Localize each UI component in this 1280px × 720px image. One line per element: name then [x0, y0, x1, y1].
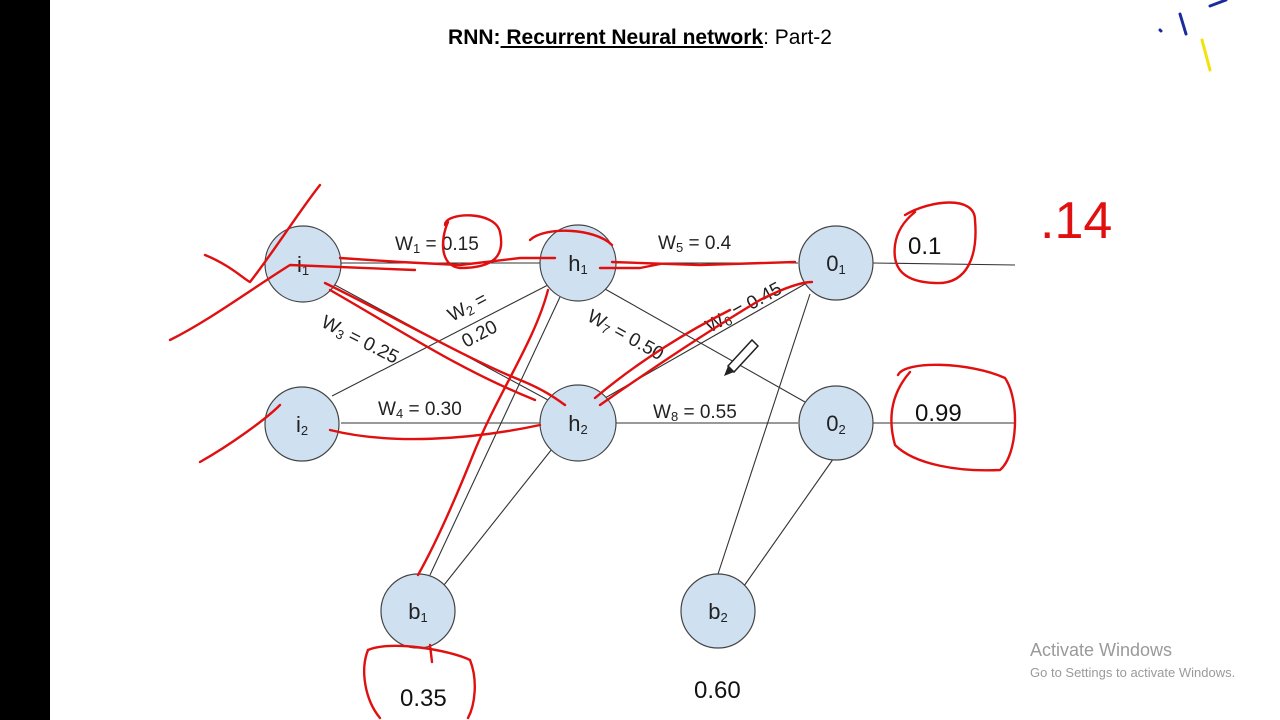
title-prefix: RNN:: [448, 26, 501, 49]
title-main: Recurrent Neural network: [500, 26, 764, 49]
svg-text:b1: b1: [408, 599, 427, 625]
svg-text:01: 01: [826, 251, 845, 277]
node-b2: b2: [680, 573, 756, 649]
weight-label-w3: W3 = 0.25: [317, 312, 402, 370]
watermark-line2: Go to Settings to activate Windows.: [1030, 665, 1236, 680]
annotation-text: .14: [1040, 192, 1112, 250]
svg-text:02: 02: [826, 411, 845, 437]
edge-i2-h1: [331, 284, 549, 397]
svg-text:h1: h1: [568, 251, 587, 277]
watermark-line1: Activate Windows: [1030, 640, 1173, 660]
weight-label-w8: W8 = 0.55: [653, 402, 737, 424]
svg-text:i2: i2: [296, 412, 308, 438]
node-h2: h2: [539, 384, 617, 462]
node-o1: 01: [798, 225, 874, 301]
pencil-cursor-icon: [724, 338, 760, 376]
weight-label-w4: W4 = 0.30: [378, 399, 462, 421]
svg-text:h2: h2: [568, 411, 587, 437]
edge-b2-o2: [743, 454, 837, 587]
edges: [331, 262, 1016, 587]
node-b1: b1: [380, 573, 456, 649]
activate-windows-watermark: Activate Windows Go to Settings to activ…: [1030, 640, 1235, 680]
weight-label-w7: W7 = 0.50: [583, 306, 667, 366]
node-i2: i2: [264, 386, 340, 462]
weight-label-w5: W5 = 0.4: [658, 233, 732, 255]
edge-b1-h1: [429, 296, 561, 576]
weight-label-w2-line2: 0.20: [458, 317, 501, 353]
node-h1: h1: [539, 224, 617, 302]
node-o2: 02: [798, 385, 874, 461]
top-right-ink-marks: [1158, 0, 1228, 72]
edge-h1-o2: [604, 288, 806, 403]
target-value-o2: 0.99: [915, 400, 962, 427]
edge-b1-h2: [443, 448, 553, 586]
weight-label-w1: W1 = 0.15: [395, 234, 479, 256]
target-value-o1: 0.1: [908, 233, 941, 260]
bias-value-b2: 0.60: [694, 677, 741, 704]
title-suffix: : Part-2: [763, 26, 832, 49]
right-margin: [1230, 0, 1280, 720]
edge-b2-o1: [717, 293, 811, 575]
svg-text:b2: b2: [708, 599, 727, 625]
red-ink-annotations: .14: [168, 183, 1112, 720]
page-title: RNN: Recurrent Neural network: Part-2: [50, 26, 1230, 50]
bias-value-b1: 0.35: [400, 685, 447, 712]
slide: RNN: Recurrent Neural network: Part-2: [50, 0, 1230, 720]
edge-o1-out: [872, 262, 1016, 266]
